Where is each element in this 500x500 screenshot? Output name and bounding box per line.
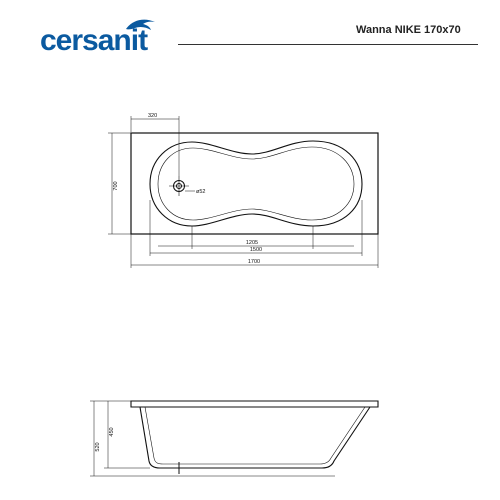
dim-label-drain: ø52 xyxy=(196,189,205,195)
tub-side-body xyxy=(139,406,371,469)
dim-label-320: 320 xyxy=(148,113,157,119)
top-view-labels: 320 700 ø52 1205 1500 1700 xyxy=(113,113,262,265)
dolphin-icon xyxy=(126,19,155,30)
tub-inner-basin xyxy=(149,140,363,227)
side-view xyxy=(90,400,379,477)
dim-label-450: 450 xyxy=(109,427,115,436)
product-title: Wanna NIKE 170x70 xyxy=(356,24,461,36)
dim-label-1500: 1500 xyxy=(250,247,262,253)
dim-label-1205: 1205 xyxy=(246,240,258,246)
brand-logo: cersanit xyxy=(40,16,170,56)
top-view xyxy=(108,116,379,268)
tub-outer-rim xyxy=(130,132,379,235)
brand-name: cersanit xyxy=(40,24,148,57)
side-view-labels: 450 520 xyxy=(95,427,115,451)
tub-side-body-inner xyxy=(144,406,366,465)
dim-label-700: 700 xyxy=(113,181,119,190)
dim-label-1700: 1700 xyxy=(248,259,260,265)
title-rule xyxy=(178,44,478,45)
tub-side-rim xyxy=(130,400,379,408)
dim-label-520: 520 xyxy=(95,442,101,451)
tub-inner-basin-offset xyxy=(157,146,355,221)
header: cersanit Wanna NIKE 170x70 xyxy=(0,0,500,60)
